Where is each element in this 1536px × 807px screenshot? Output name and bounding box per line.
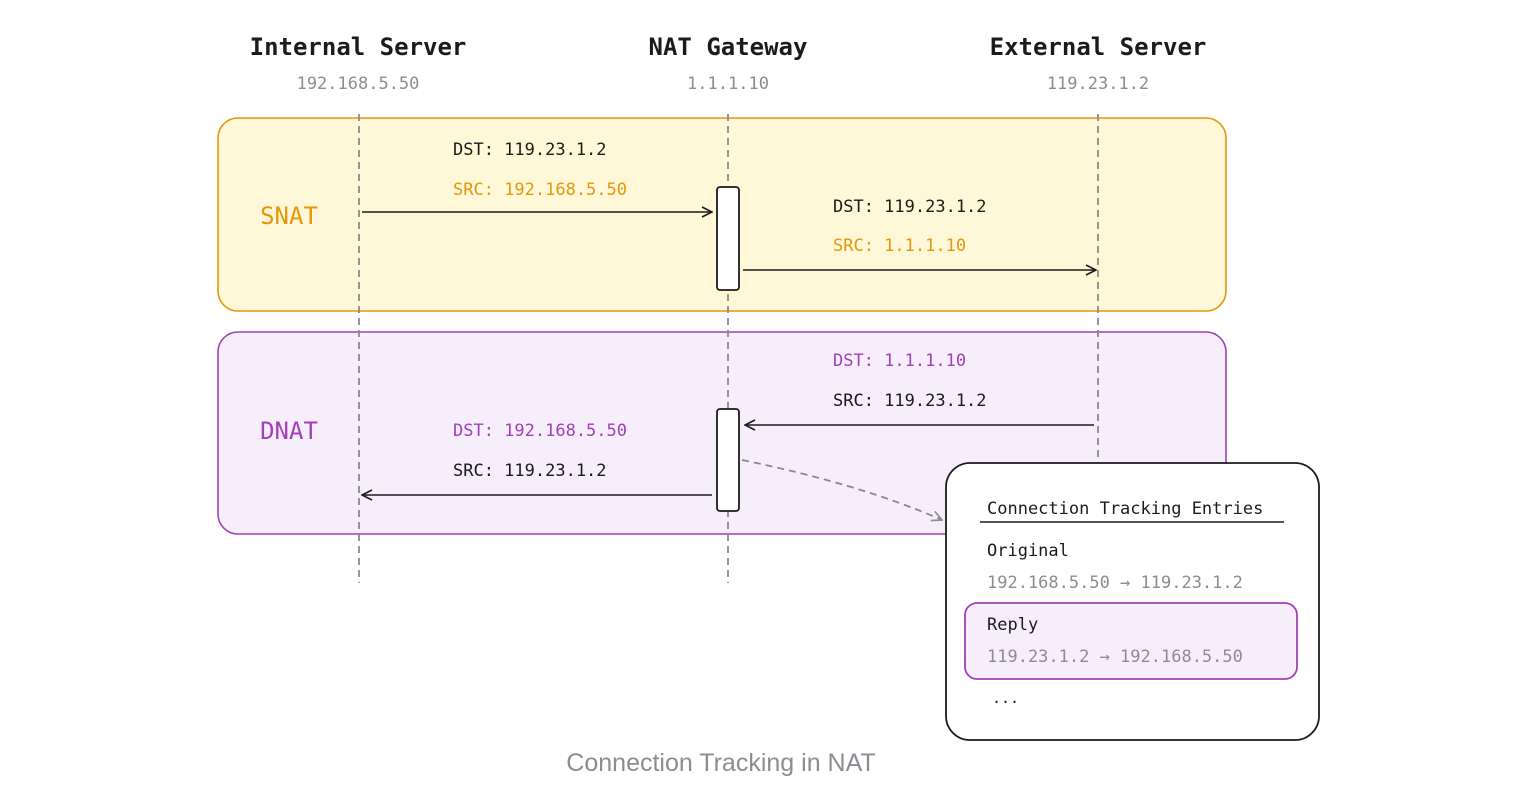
conntrack-more-ellipsis: ...: [992, 689, 1019, 707]
dnat-hop1-src: SRC: 119.23.1.2: [833, 391, 987, 411]
diagram-caption: Connection Tracking in NAT: [566, 749, 875, 777]
conntrack-reply-label: Reply: [987, 615, 1038, 635]
snat-hop2-src: SRC: 1.1.1.10: [833, 236, 966, 256]
snat-hop1-dst: DST: 119.23.1.2: [453, 140, 607, 160]
nat-gateway-title: NAT Gateway: [649, 33, 808, 61]
conntrack-title: Connection Tracking Entries: [987, 499, 1263, 519]
dnat-label: DNAT: [260, 417, 318, 445]
dnat-hop1-dst: DST: 1.1.1.10: [833, 351, 966, 371]
external-server-title: External Server: [990, 33, 1207, 61]
conntrack-lookup-arrow: [741, 459, 942, 520]
internal-server-ip: 192.168.5.50: [297, 74, 420, 94]
conntrack-reply-value: 119.23.1.2 → 192.168.5.50: [987, 647, 1243, 667]
nat-gateway-ip: 1.1.1.10: [687, 74, 769, 94]
dnat-hop2-src: SRC: 119.23.1.2: [453, 461, 607, 481]
conntrack-reply-highlight: [964, 602, 1298, 680]
snat-hop2-dst: DST: 119.23.1.2: [833, 197, 987, 217]
conntrack-original-value: 192.168.5.50 → 119.23.1.2: [987, 573, 1243, 593]
dnat-hop2-dst: DST: 192.168.5.50: [453, 421, 627, 441]
conntrack-original-label: Original: [987, 541, 1069, 561]
internal-server-title: Internal Server: [250, 33, 467, 61]
snat-hop1-src: SRC: 192.168.5.50: [453, 180, 627, 200]
snat-label: SNAT: [260, 202, 318, 230]
nat-activation-dnat: [716, 408, 740, 512]
external-server-ip: 119.23.1.2: [1047, 74, 1149, 94]
nat-activation-snat: [716, 186, 740, 291]
